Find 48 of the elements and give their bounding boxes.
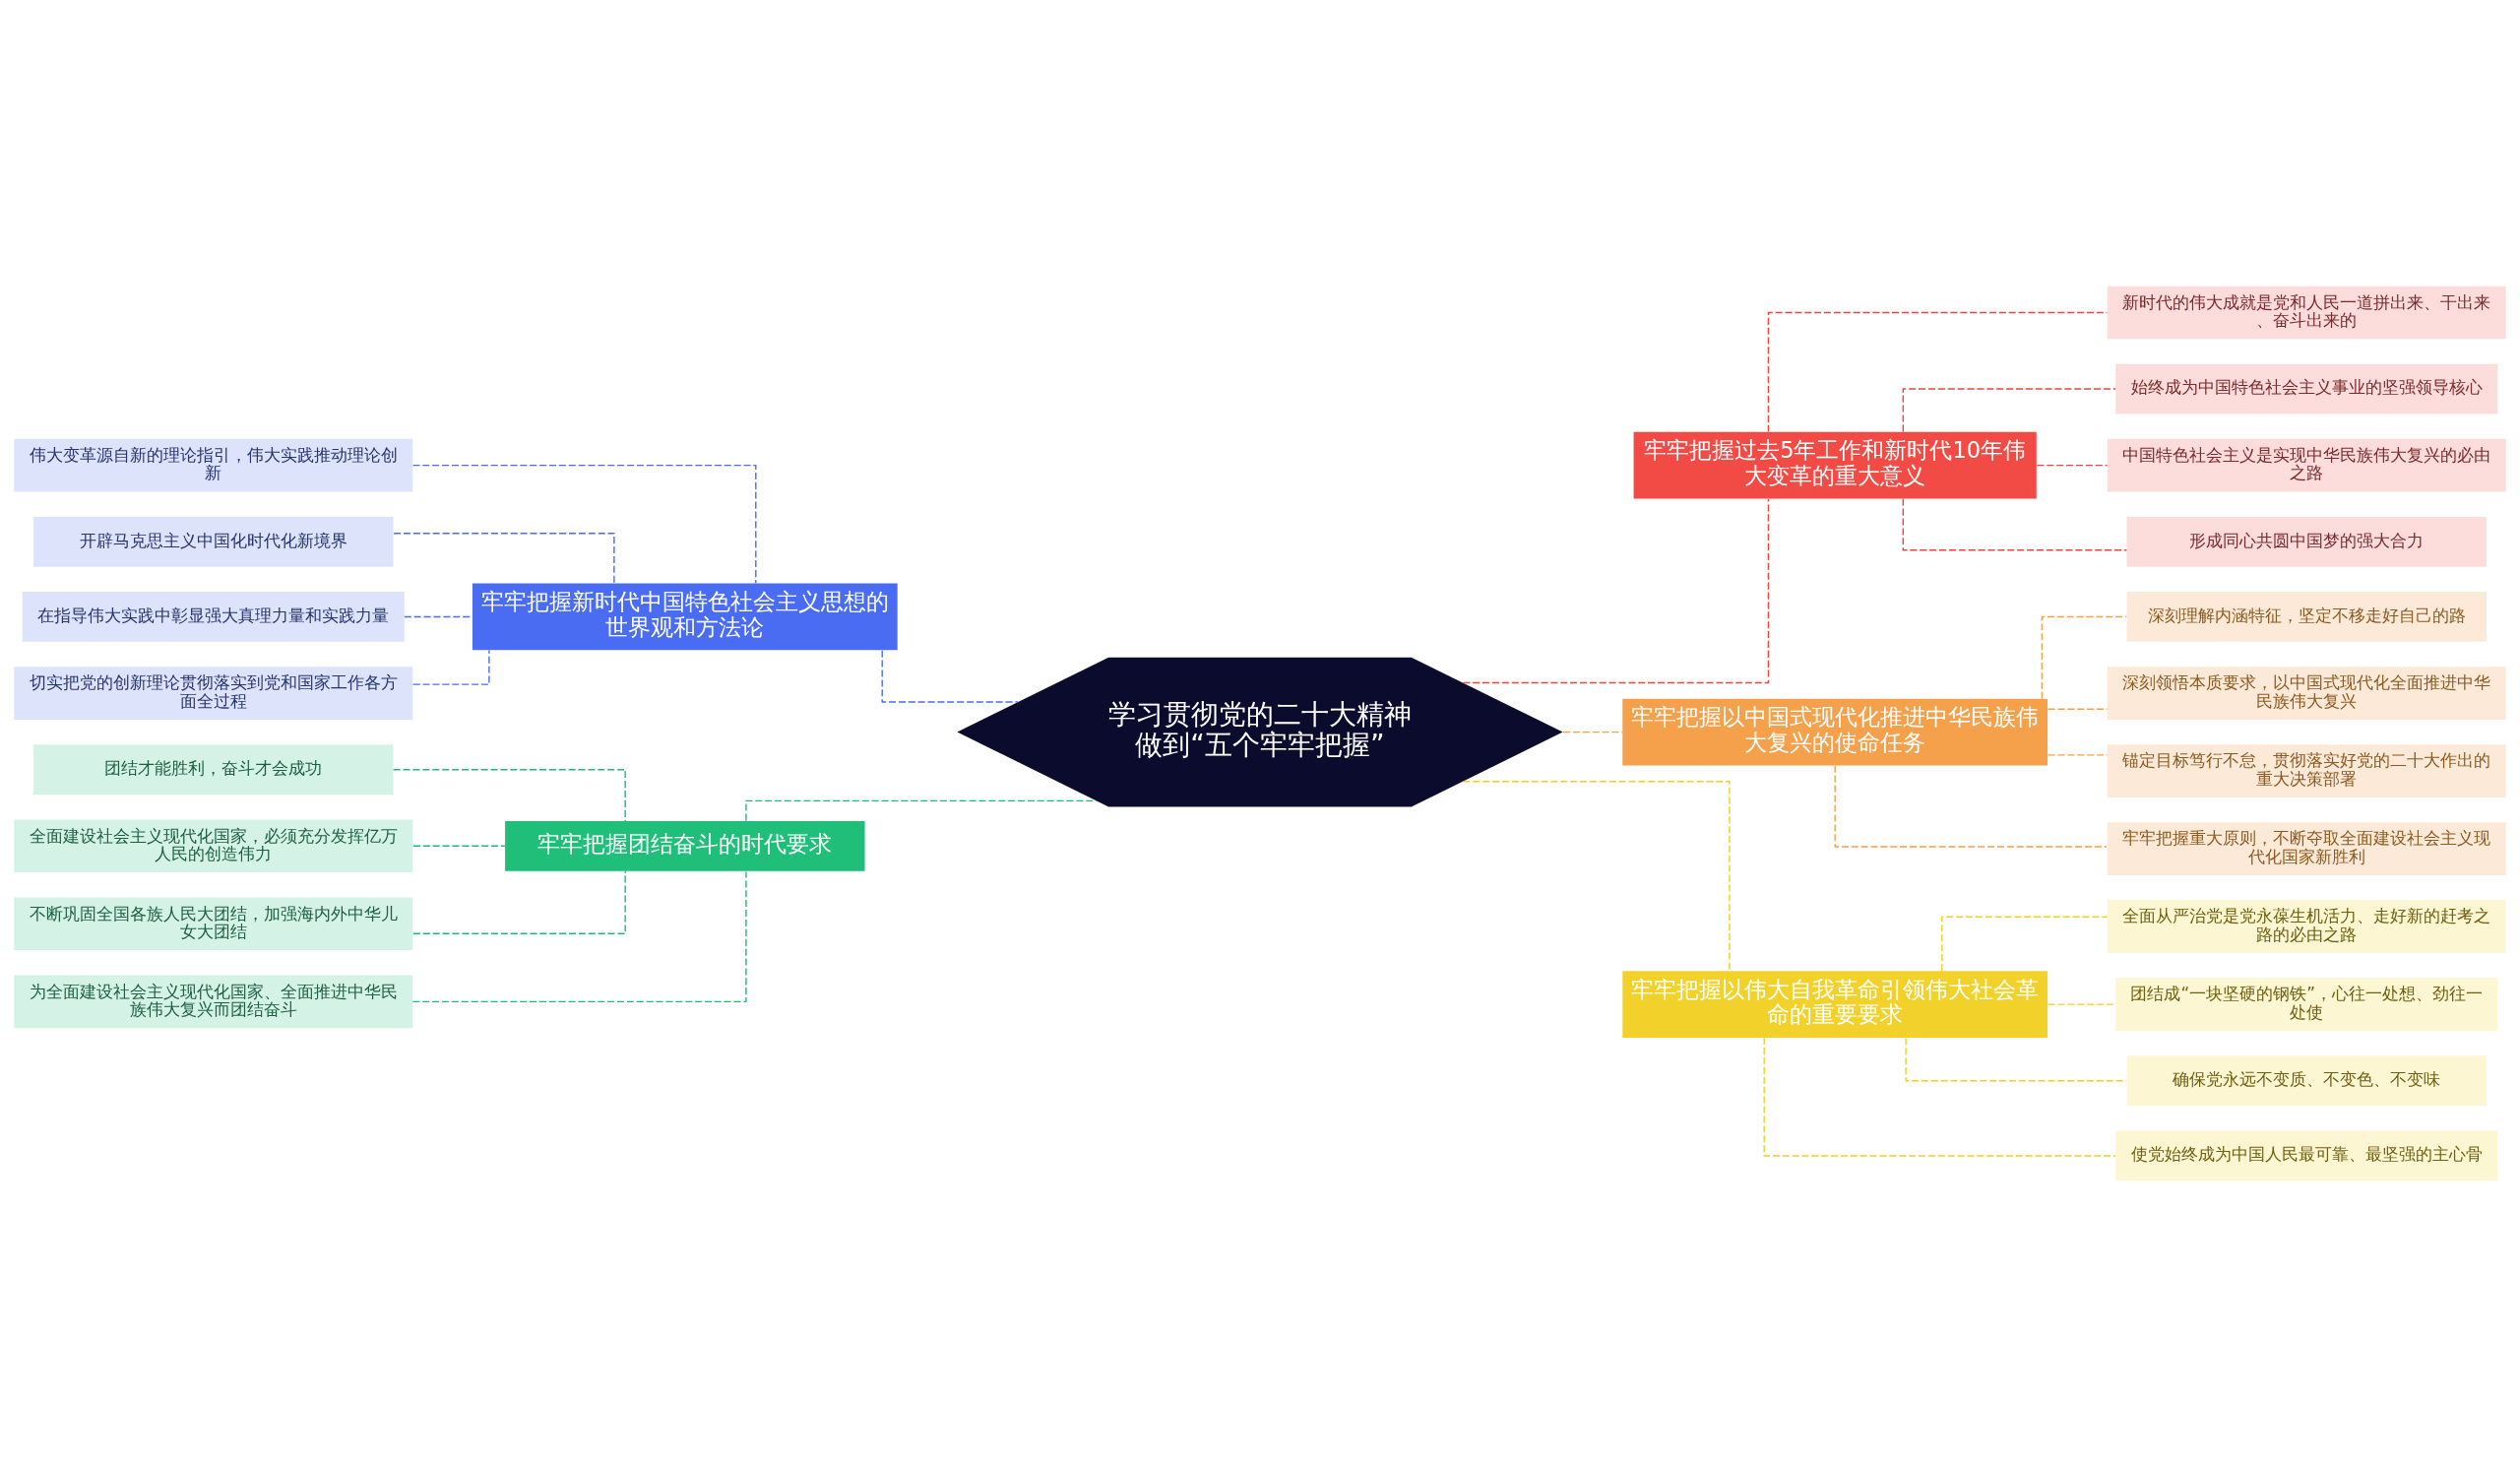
connector: [1902, 387, 2116, 432]
node-box: 锚定目标笃行不怠，贯彻落实好党的二十大作出的重大决策部署: [2107, 743, 2506, 797]
node-box: 始终成为中国特色社会主义事业的坚强领导核心: [2115, 363, 2498, 414]
connector: [2036, 464, 2109, 466]
connector: [411, 649, 490, 685]
connector: [1941, 916, 2109, 972]
node-box: 不断巩固全国各族人民大团结，加强海内外中华儿女大团结: [14, 897, 413, 950]
connector: [1562, 731, 1623, 733]
node-box: 全面建设社会主义现代化国家，必须充分发挥亿万人民的创造伟力: [14, 819, 413, 872]
node-box: 使党始终成为中国人民最可靠、最坚强的主心骨: [2115, 1130, 2498, 1180]
node-box: 中国特色社会主义是实现中华民族伟大复兴的必由之路: [2107, 438, 2506, 491]
connector: [2047, 753, 2109, 756]
node-box: 深刻理解内涵特征，坚定不移走好自己的路: [2126, 591, 2487, 642]
node-box: 深刻领悟本质要求，以中国式现代化全面推进中华民族伟大复兴: [2107, 666, 2506, 720]
node-box: 伟大变革源自新的理论指引，伟大实践推动理论创新: [14, 438, 413, 491]
node-box: 牢牢把握过去5年工作和新时代10年伟大变革的重大意义: [1633, 431, 2037, 499]
node-box: 确保党永远不变质、不变色、不变味: [2126, 1054, 2487, 1106]
node-box: 形成同心共圆中国梦的强大合力: [2126, 516, 2487, 567]
node-box: 开辟马克思主义中国化时代化新境界: [33, 516, 394, 567]
connector: [1462, 780, 1731, 972]
node-box: 牢牢把握以中国式现代化推进中华民族伟大复兴的使命任务: [1622, 698, 2048, 765]
connector: [1834, 764, 2108, 848]
node-box: 牢牢把握重大原则，不断夺取全面建设社会主义现代化国家新胜利: [2107, 821, 2506, 875]
connector: [1763, 1037, 2116, 1157]
connector: [2047, 1002, 2116, 1005]
connector: [392, 768, 626, 822]
connector: [411, 870, 747, 1002]
connector: [412, 845, 506, 847]
node-box: 牢牢把握以伟大自我革命引领伟大社会革命的重要要求: [1622, 970, 2048, 1038]
connector: [1902, 497, 2128, 550]
connector: [2047, 708, 2109, 710]
connector: [1462, 497, 1770, 683]
connector: [411, 464, 757, 584]
connector: [393, 532, 615, 584]
node-box: 团结才能胜利，奋斗才会成功: [33, 743, 394, 795]
connector: [2041, 615, 2127, 699]
connector: [412, 869, 626, 934]
node-box: 为全面建设社会主义现代化国家、全面推进中华民族伟大复兴而团结奋斗: [14, 975, 413, 1028]
node-box: 在指导伟大实践中彰显强大真理力量和实践力量: [22, 591, 405, 642]
node-box: 团结成“一块坚硬的钢铁”，心往一处想、劲往一处使: [2115, 977, 2498, 1031]
node-box: 牢牢把握团结奋斗的时代要求: [505, 820, 865, 871]
node-box: 切实把党的创新理论贯彻落实到党和国家工作各方面全过程: [14, 666, 413, 720]
node-box: 牢牢把握新时代中国特色社会主义思想的世界观和方法论: [472, 583, 898, 650]
connector: [881, 649, 1019, 703]
node-box: 新时代的伟大成就是党和人民一道拼出来、干出来、奋斗出来的: [2107, 286, 2506, 339]
node-box: 全面从严治党是党永葆生机活力、走好新的赶考之路的必由之路: [2107, 899, 2506, 953]
connector: [1905, 1037, 2127, 1081]
connector: [745, 799, 1098, 821]
